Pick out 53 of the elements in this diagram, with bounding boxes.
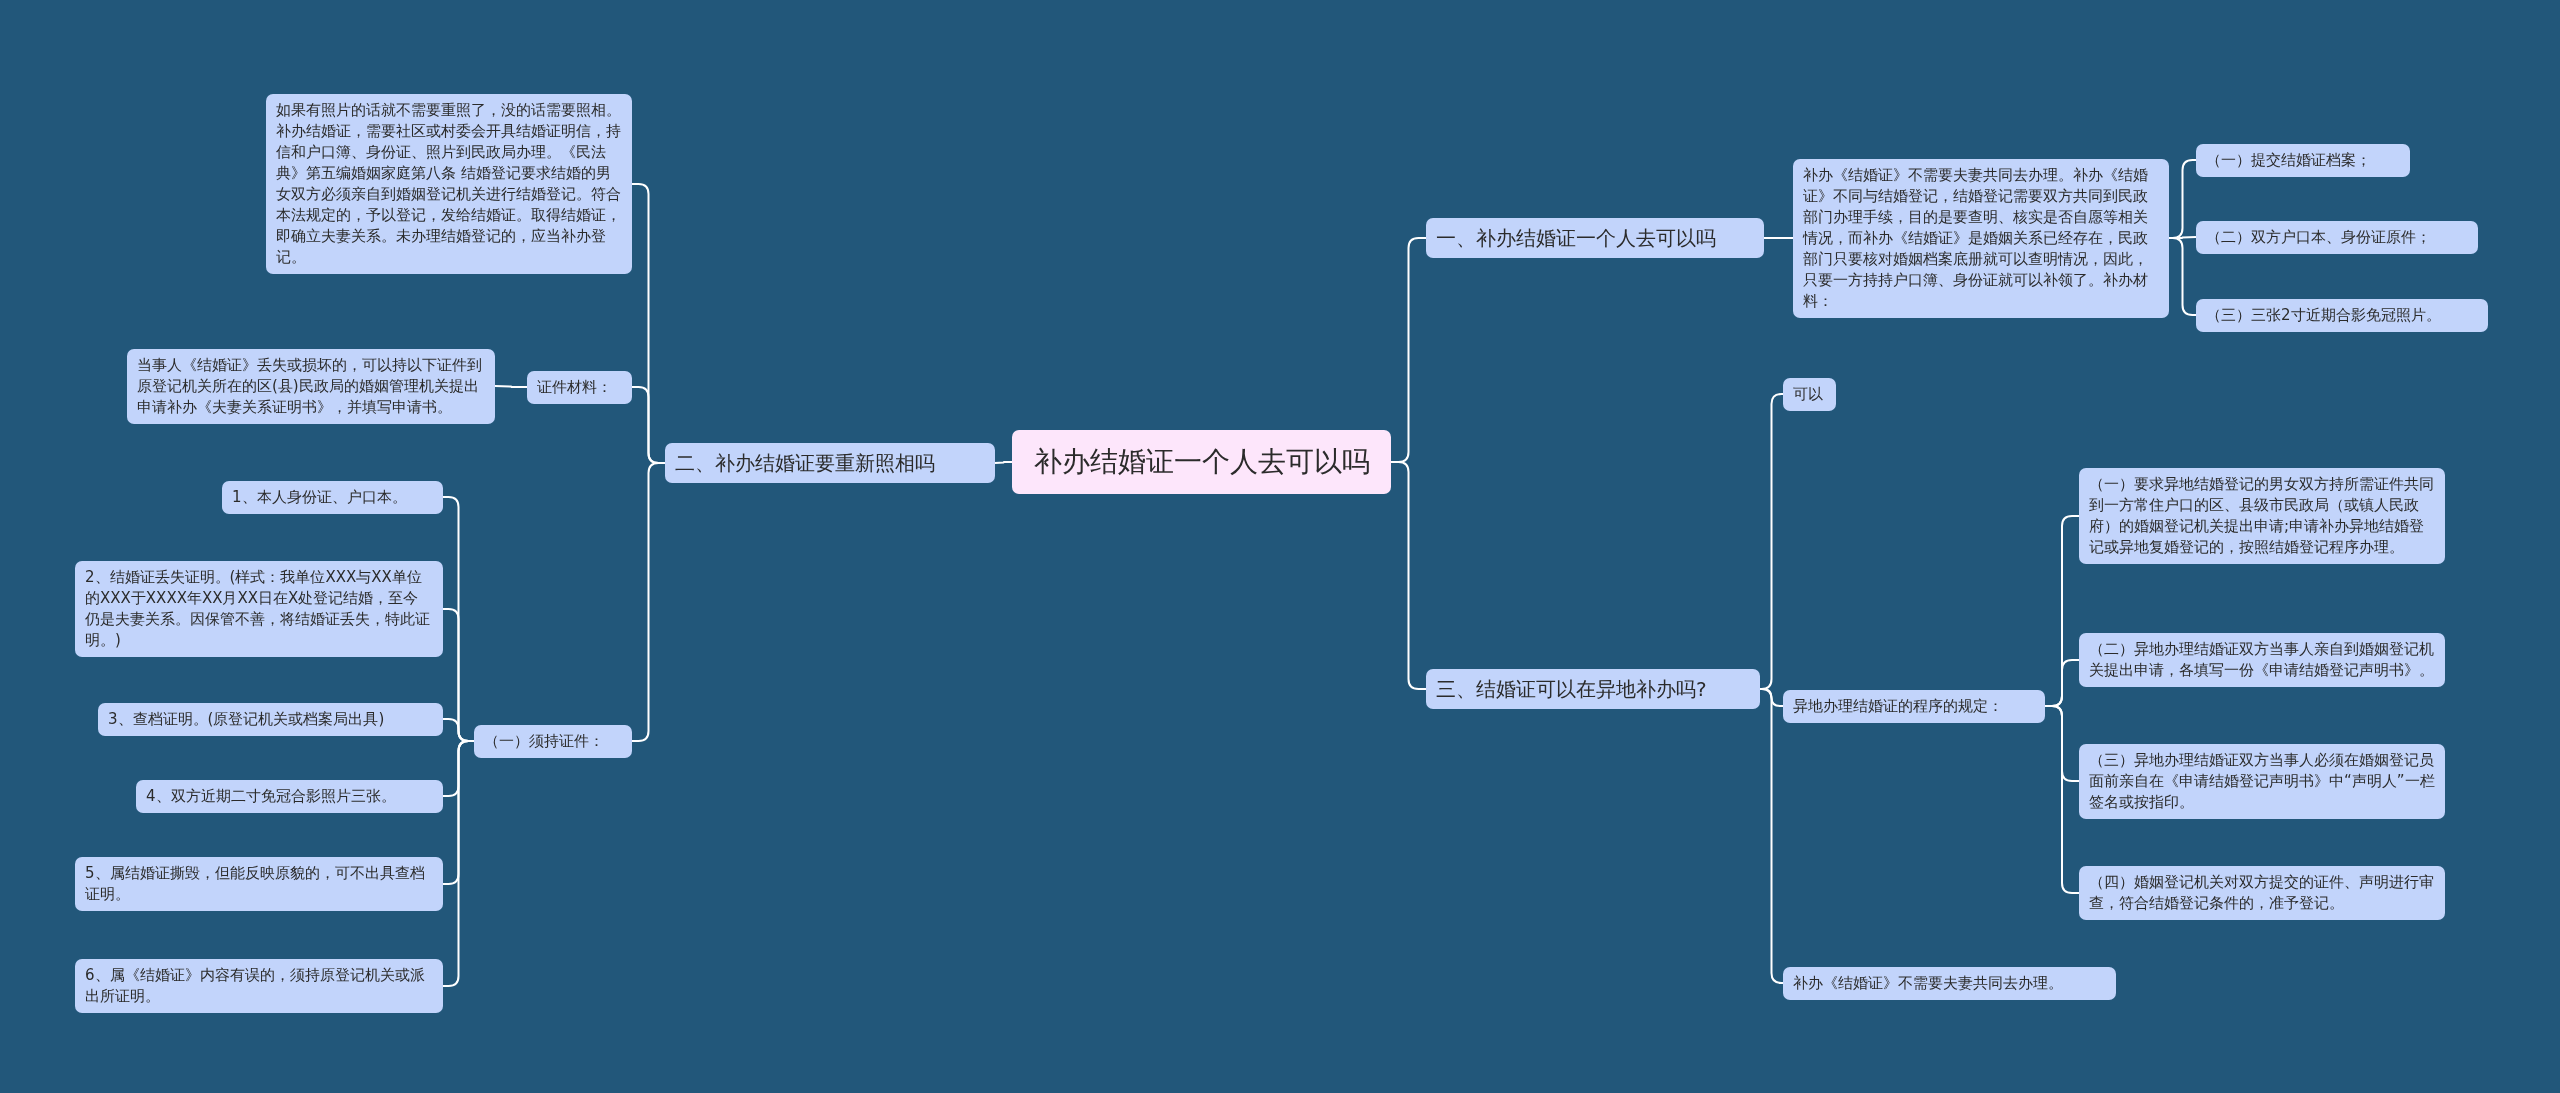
subtopic-box bbox=[136, 779, 443, 813]
topic-text: 二、补办结婚证要重新照相吗 bbox=[675, 450, 936, 477]
topic-text: 如果有照片的话就不需要重照了，没的话需要照相。补办结婚证，需要社区或村委会开具结婚证明信，持信和户口簿、身份证、照片到民政局办理。《民法典》第五编婚姻家庭第八条 结婚登记要求结婚的男女双方必须亲自到婚姻登记机关进行结婚登记。符合本法规定的，予以登记，发给结婚证。取得结婚证，即确立夫妻关系。未办理结婚登记的，应当补办登记。 bbox=[276, 100, 622, 268]
subtopic-box bbox=[98, 702, 443, 736]
topic-box bbox=[1426, 218, 1764, 258]
topic-box bbox=[1426, 669, 1760, 709]
topic-text: 5、属结婚证撕毁，但能反映原貌的，可不出具查档证明。 bbox=[85, 863, 426, 905]
topic-text: （四）婚姻登记机关对双方提交的证件、声明进行审查，符合结婚登记条件的，准予登记。 bbox=[2089, 872, 2435, 914]
subtopic-box bbox=[2196, 143, 2410, 177]
topic-text: 可以 bbox=[1793, 383, 1824, 405]
connector-line bbox=[1763, 237, 1794, 239]
connector-line bbox=[494, 385, 528, 388]
subtopic-box bbox=[75, 857, 443, 911]
subtopic-box bbox=[2079, 468, 2445, 564]
topic-text: 4、双方近期二寸免冠合影照片三张。 bbox=[146, 785, 397, 807]
connector-line bbox=[994, 461, 1013, 464]
subtopic-box bbox=[2196, 220, 2478, 254]
subtopic-box bbox=[222, 480, 443, 514]
topic-text: （一）须持证件： bbox=[484, 730, 605, 752]
topic-text: 补办《结婚证》不需要夫妻共同去办理。补办《结婚证》不同与结婚登记，结婚登记需要双方共同到民政部门办理手续，目的是要查明、核实是否自愿等相关情况，而补办《结婚证》是婚姻关系已经存在，民政部门只要核对婚姻档案底册就可以查明情况，因此，只要一方持持户口簿、身份证就可以补领了。补办材料： bbox=[1803, 164, 2149, 312]
topic-text: 异地办理结婚证的程序的规定： bbox=[1793, 695, 2004, 717]
topic-text: 补办《结婚证》不需要夫妻共同去办理。 bbox=[1793, 972, 2064, 994]
subtopic-box bbox=[1783, 689, 2045, 723]
subtopic-box bbox=[127, 348, 495, 424]
topic-box bbox=[665, 443, 995, 483]
topic-text: 证件材料： bbox=[537, 376, 613, 398]
subtopic-box bbox=[1783, 966, 2116, 1000]
subtopic-box bbox=[2079, 866, 2445, 920]
subtopic-box bbox=[2079, 743, 2445, 819]
topic-text: 3、查档证明。(原登记机关或档案局出具) bbox=[108, 708, 386, 730]
topic-text: 三、结婚证可以在异地补办吗? bbox=[1436, 676, 1708, 703]
topic-text: （三）三张2寸近期合影免冠照片。 bbox=[2206, 304, 2442, 326]
subtopic-box bbox=[2196, 298, 2488, 332]
topic-text: （一）提交结婚证档案； bbox=[2206, 149, 2372, 171]
topic-text: 2、结婚证丢失证明。(样式：我单位XXX与XX单位的XXX于XXXX年XX月XX日在X处登记结婚，至今仍是夫妻关系。因保管不善，将结婚证丢失，特此证明。) bbox=[85, 567, 431, 651]
subtopic-box bbox=[75, 959, 443, 1013]
connector-line bbox=[631, 462, 666, 742]
connector-line bbox=[1759, 688, 1784, 984]
topic-text: （三）异地办理结婚证双方当事人必须在婚姻登记员面前亲自在《申请结婚登记声明书》中“声明人”一栏签名或按指印。 bbox=[2089, 749, 2435, 813]
subtopic-box bbox=[527, 370, 632, 404]
topic-text: （一）要求异地结婚登记的男女双方持所需证件共同到一方常住户口的区、县级市民政局（或镇人民政府）的婚姻登记机关提出申请;申请补办异地结婚登记或异地复婚登记的，按照结婚登记程序办理。 bbox=[2089, 474, 2435, 558]
subtopic-box bbox=[1783, 377, 1836, 411]
subtopic-box bbox=[474, 724, 632, 758]
topic-text: 当事人《结婚证》丢失或损坏的，可以持以下证件到原登记机关所在的区(县)民政局的婚姻管理机关提出申请补办《夫妻关系证明书》，并填写申请书。 bbox=[137, 354, 483, 418]
topic-text: （二）双方户口本、身份证原件； bbox=[2206, 226, 2432, 248]
subtopic-box bbox=[2079, 633, 2445, 687]
topic-text: 1、本人身份证、户口本。 bbox=[232, 486, 408, 508]
topic-text: 一、补办结婚证一个人去可以吗 bbox=[1436, 225, 1717, 252]
subtopic-box bbox=[75, 561, 443, 657]
topic-text: 6、属《结婚证》内容有误的，须持原登记机关或派出所证明。 bbox=[85, 965, 426, 1007]
topic-text: （二）异地办理结婚证双方当事人亲自到婚姻登记机关提出申请，各填写一份《申请结婚登记声明书》。 bbox=[2089, 639, 2435, 681]
central-topic bbox=[1012, 430, 1391, 494]
topic-text: 补办结婚证一个人去可以吗 bbox=[1032, 444, 1371, 480]
